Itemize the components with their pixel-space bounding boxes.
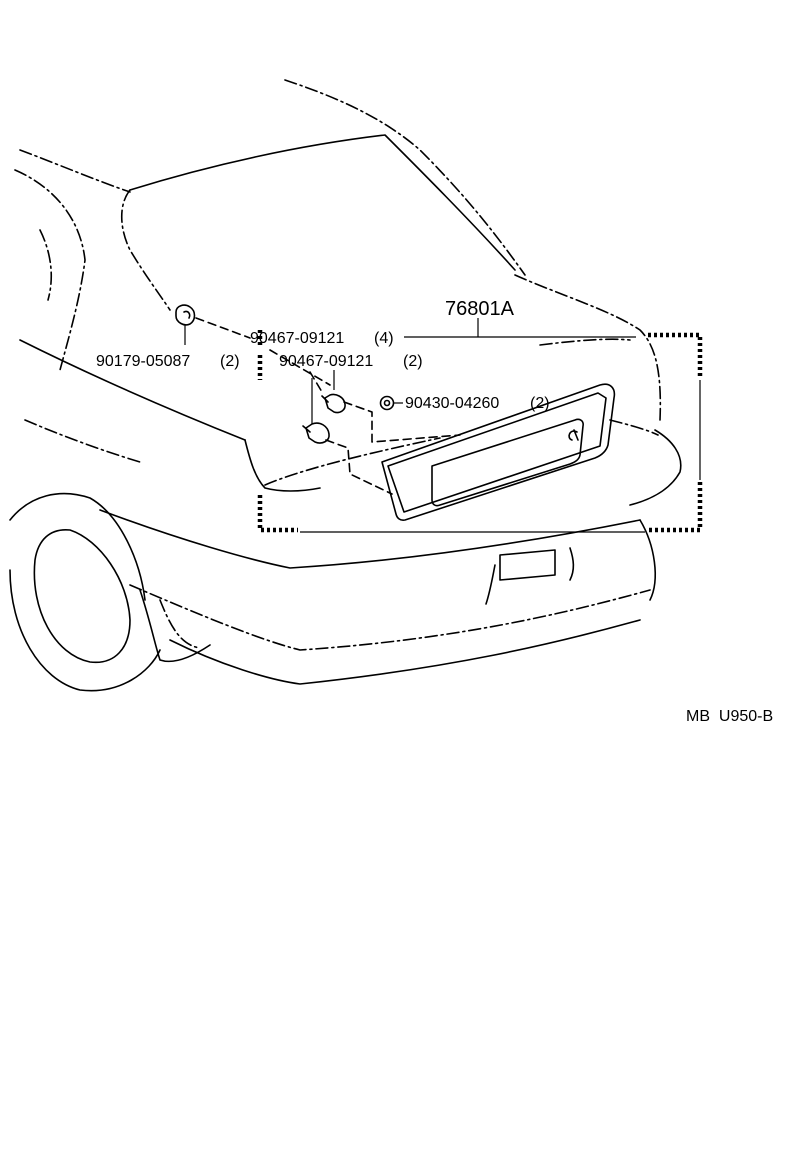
part-label-90179-2: 90179-05087 (2) [96, 353, 240, 370]
part-label-90467-2: 90467-09121 (2) [279, 353, 423, 370]
part-number: 90467-09121 [250, 330, 344, 347]
part-label-90467-4: 90467-09121 (4) [250, 330, 394, 347]
part-qty: (2) [530, 395, 550, 412]
diagram-reference-code: MB U950-B [686, 708, 773, 725]
part-number: 90430-04260 [405, 395, 499, 412]
part-qty: (2) [403, 353, 423, 370]
leader-lines [184, 317, 636, 495]
clip-90467-lower-icon [302, 422, 330, 444]
car-body-outline [9, 79, 682, 692]
main-part-number: 76801A [445, 298, 515, 320]
clip-90467-upper-icon [321, 393, 346, 414]
part-label-90430-2: 90430-04260 (2) [405, 395, 550, 412]
part-qty: (4) [374, 330, 394, 347]
nut-90430-icon [379, 395, 395, 411]
license-garnish-part [381, 383, 616, 521]
clip-90179-icon [175, 304, 196, 326]
part-number: 90467-09121 [279, 353, 373, 370]
part-number: 90179-05087 [96, 353, 190, 370]
group-frame [257, 330, 703, 533]
part-qty: (2) [220, 353, 240, 370]
